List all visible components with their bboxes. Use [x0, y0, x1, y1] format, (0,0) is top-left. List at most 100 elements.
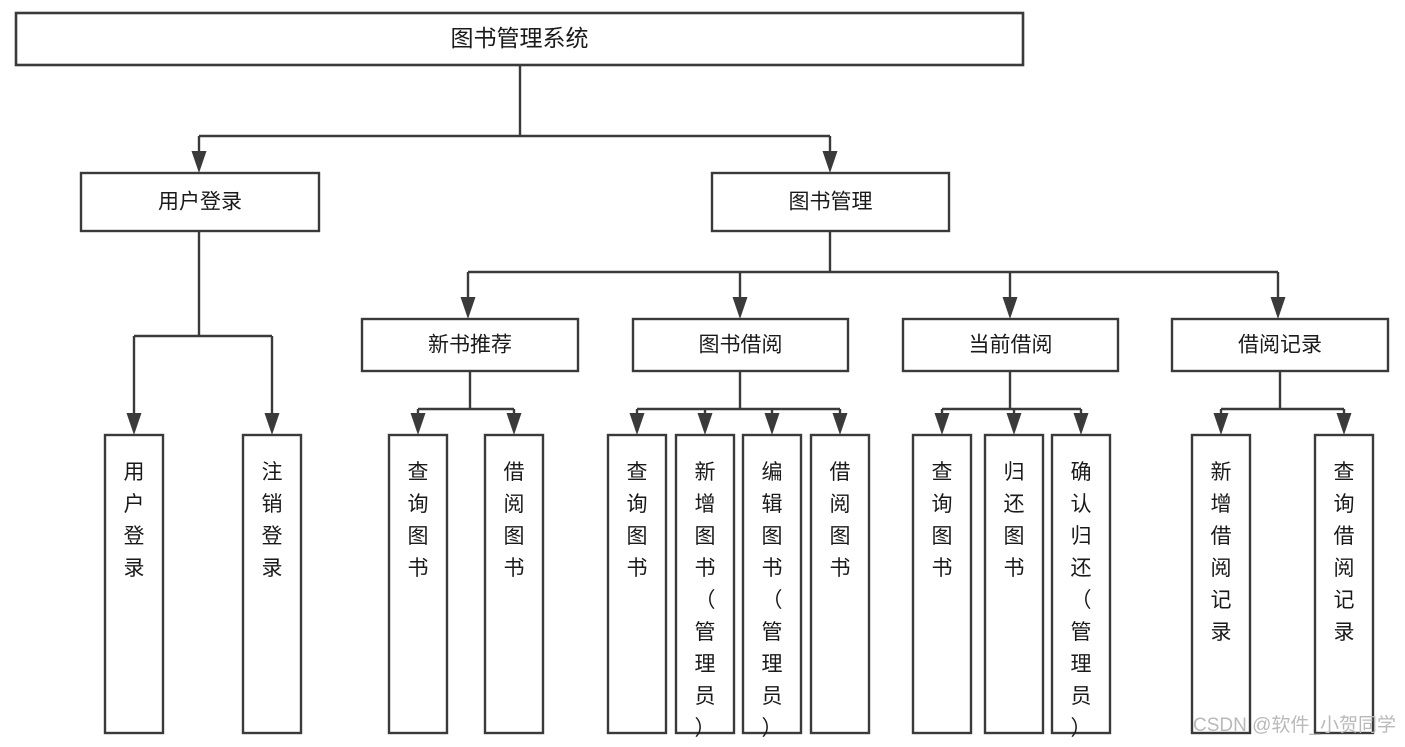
node-level1-user-login[interactable]: 用户登录 — [79, 171, 321, 233]
node-label-char: 认 — [1071, 493, 1092, 516]
node-label-char: 书 — [408, 557, 429, 580]
node-label-char: 销 — [262, 493, 283, 516]
node-label-char: 管 — [1071, 621, 1092, 644]
node-box[interactable] — [631, 317, 850, 373]
connector-group — [460, 231, 1286, 319]
node-box[interactable] — [901, 317, 1120, 373]
node-label-char: 书 — [762, 557, 783, 580]
node-box[interactable] — [911, 433, 973, 735]
node-label-char: 户 — [124, 493, 145, 516]
node-label-char: 阅 — [1334, 557, 1355, 580]
node-level2-borrow-records[interactable]: 借阅记录 — [1170, 317, 1390, 373]
node-label-char: 新 — [1211, 461, 1232, 484]
node-label-char: 询 — [932, 493, 953, 516]
node-label-char: 录 — [1211, 621, 1232, 644]
node-label-char: 阅 — [504, 493, 525, 516]
arrow-head-icon — [126, 413, 142, 435]
node-label: 图书管理 — [789, 191, 873, 214]
node-box[interactable] — [103, 433, 165, 735]
node-label-char: 管 — [762, 621, 783, 644]
node-label-char: 查 — [408, 461, 429, 484]
node-label-char: 书 — [504, 557, 525, 580]
node-label-char: 查 — [932, 461, 953, 484]
node-label-char: ） — [762, 717, 783, 740]
node-label-char: 借 — [830, 461, 851, 484]
node-label-char: 图 — [627, 525, 648, 548]
node-level1-book-management[interactable]: 图书管理 — [710, 171, 951, 233]
node-label: 图书管理系统 — [451, 25, 589, 51]
node-label-char: 询 — [627, 493, 648, 516]
node-label-char: 图 — [762, 525, 783, 548]
arrow-head-icon — [697, 413, 713, 435]
node-label-char: 记 — [1334, 589, 1355, 612]
node-label-char: （ — [762, 589, 783, 612]
arrow-head-icon — [934, 413, 950, 435]
node-box[interactable] — [983, 433, 1045, 735]
node-box[interactable] — [1050, 433, 1112, 735]
node-leaf-leaf-user-login[interactable]: 用户登录 — [103, 433, 165, 735]
node-label-char: 归 — [1004, 461, 1025, 484]
node-label-char: ） — [1071, 717, 1092, 740]
arrow-head-icon — [832, 413, 848, 435]
node-box[interactable] — [710, 171, 951, 233]
arrow-head-icon — [506, 413, 522, 435]
node-box[interactable] — [14, 11, 1025, 67]
node-label-char: 还 — [1004, 493, 1025, 516]
node-box[interactable] — [674, 433, 736, 735]
node-label-char: 用 — [124, 461, 145, 484]
node-box[interactable] — [1170, 317, 1390, 373]
node-box[interactable] — [387, 433, 449, 735]
arrow-head-icon — [264, 413, 280, 435]
node-label-char: 确 — [1071, 461, 1092, 484]
node-label-char: 图 — [932, 525, 953, 548]
arrow-head-icon — [629, 413, 645, 435]
node-box[interactable] — [241, 433, 303, 735]
node-level2-new-book-recommend[interactable]: 新书推荐 — [360, 317, 580, 373]
node-label-char: 询 — [1334, 493, 1355, 516]
node-level2-current-borrow[interactable]: 当前借阅 — [901, 317, 1120, 373]
node-box[interactable] — [483, 433, 545, 735]
node-label-char: 书 — [627, 557, 648, 580]
arrow-head-icon — [460, 297, 476, 319]
arrow-head-icon — [1213, 413, 1229, 435]
node-level2-book-borrow[interactable]: 图书借阅 — [631, 317, 850, 373]
node-label-char: 借 — [504, 461, 525, 484]
connector-group — [126, 231, 280, 435]
node-label-char: 理 — [1071, 653, 1092, 676]
node-label-char: 注 — [262, 461, 283, 484]
node-label-char: 借 — [1211, 525, 1232, 548]
node-label-char: 查 — [627, 461, 648, 484]
node-box[interactable] — [1313, 433, 1375, 735]
node-label-char: 录 — [262, 557, 283, 580]
node-label-char: 查 — [1334, 461, 1355, 484]
node-box[interactable] — [809, 433, 871, 735]
node-label: 用户登录 — [158, 191, 242, 214]
node-label-char: 书 — [695, 557, 716, 580]
node-label-char: 录 — [1334, 621, 1355, 644]
node-box[interactable] — [360, 317, 580, 373]
node-box[interactable] — [79, 171, 321, 233]
csdn-watermark: CSDN @软件_小贺同学 — [1193, 714, 1396, 736]
node-box[interactable] — [606, 433, 668, 735]
node-root-root[interactable]: 图书管理系统 — [14, 11, 1025, 67]
node-label-char: 录 — [124, 557, 145, 580]
arrow-head-icon — [764, 413, 780, 435]
node-box[interactable] — [741, 433, 803, 735]
node-label-char: 图 — [830, 525, 851, 548]
node-box[interactable] — [1190, 433, 1252, 735]
connector-layer — [126, 65, 1352, 435]
